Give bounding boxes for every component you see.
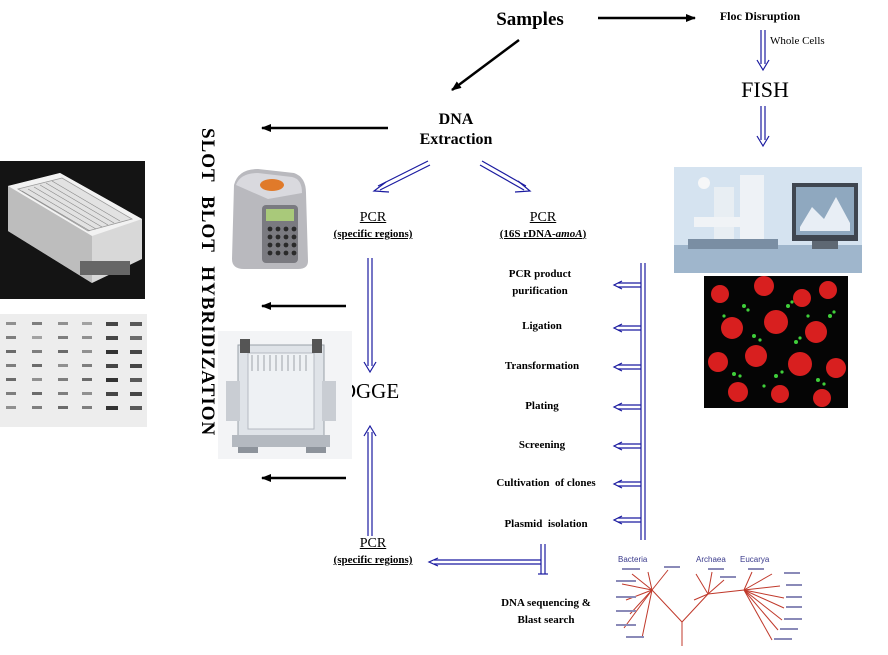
slot-blot-apparatus-image	[0, 161, 145, 299]
dna-extraction-line2: Extraction	[419, 131, 493, 148]
fish-micrograph-image	[704, 276, 848, 408]
fish-label: FISH	[741, 77, 789, 102]
arrow-dna-to-pcr-right	[479, 160, 532, 193]
tree-domain-bacteria: Bacteria	[618, 555, 648, 564]
cloning-step-bar	[640, 263, 646, 540]
tree-domain-archaea: Archaea	[696, 555, 726, 564]
step-plasmid-isolation: Plasmid isolation	[504, 518, 588, 530]
step-text: PCR product	[508, 268, 572, 280]
step-screening: Screening	[518, 439, 566, 451]
step-pcr-product-purification: PCR product purification	[480, 266, 600, 300]
dna-extraction-label: DNA Extraction	[396, 110, 516, 150]
pcr-bottom-title: PCR	[359, 536, 387, 551]
slot-blot-membrane-image	[0, 314, 147, 427]
step-cultivation-of-clones: Cultivation of clones	[496, 477, 596, 489]
tree-domain-eucarya: Eucarya	[740, 555, 770, 564]
pcr-left-node: PCR (specific regions)	[318, 210, 428, 242]
pcr-right-sub-post: )	[582, 228, 587, 240]
dgge-apparatus-image	[218, 331, 352, 459]
whole-cells-label: Whole Cells	[770, 35, 825, 47]
dna-sequencing-label: DNA sequencing & Blast search	[476, 595, 616, 629]
pcr-right-sub-gene: amoA	[555, 228, 583, 240]
pcr-left-title: PCR	[359, 210, 387, 225]
pcr-right-node: PCR (16S rDNA-amoA)	[488, 210, 598, 242]
pcr-bottom-sub: (specific regions)	[333, 554, 413, 566]
floc-disruption-label: Floc Disruption	[719, 9, 801, 23]
arrow-plasmid-to-sequencing	[538, 544, 548, 575]
dna-extraction-line1: DNA	[438, 111, 474, 128]
arrow-samples-to-dna	[451, 38, 520, 92]
step-transformation: Transformation	[504, 360, 580, 372]
pcr-bottom-node: PCR (specific regions)	[318, 536, 428, 568]
arrow-to-pcr-bottom	[427, 557, 541, 567]
thermal-cycler-image	[228, 165, 310, 273]
slot-blot-hybridization-label: SLOT BLOT HYBRIDIZATION	[197, 128, 218, 437]
step-plating: Plating	[525, 400, 559, 412]
cloning-step-branches	[612, 280, 641, 525]
dna-sequencing-line1: DNA sequencing &	[501, 597, 591, 609]
arrow-floc-to-fish	[756, 30, 770, 72]
pcr-right-sub: (16S rDNA-amoA)	[488, 226, 598, 242]
step-ligation: Ligation	[522, 320, 562, 332]
pcr-right-title: PCR	[529, 210, 557, 225]
samples-label: Samples	[496, 9, 564, 30]
arrow-pcr-to-dgge	[363, 258, 377, 374]
arrow-fish-to-microscope	[756, 106, 770, 148]
pcr-right-sub-pre: (16S rDNA-	[499, 228, 556, 240]
step-text: purification	[512, 285, 568, 297]
microscope-image	[674, 167, 862, 273]
arrow-dna-to-pcr-left	[372, 160, 431, 193]
arrow-pcr-bottom-to-dgge	[363, 424, 377, 536]
phylogenetic-tree-image: Bacteria Archaea Eucarya	[612, 550, 880, 650]
pcr-left-sub: (specific regions)	[333, 228, 413, 240]
dna-sequencing-line2: Blast search	[517, 614, 575, 626]
